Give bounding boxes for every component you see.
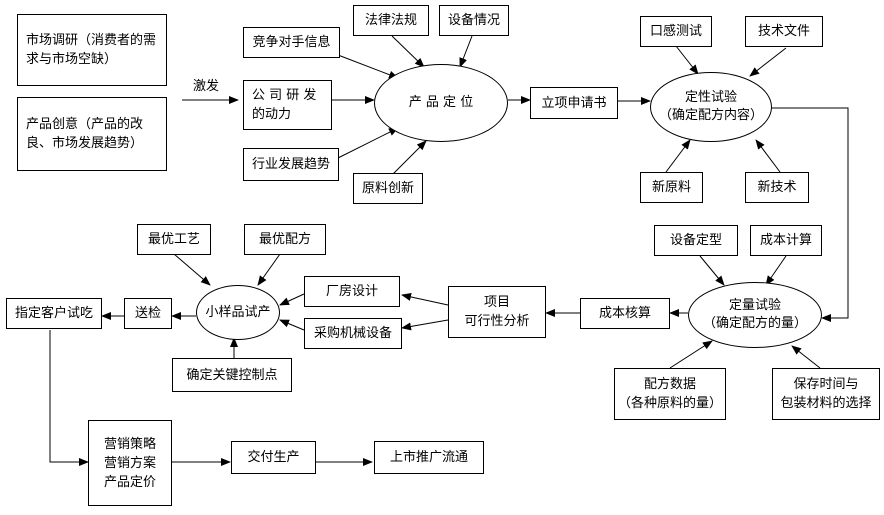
plant-design-box: 厂房设计 [304, 276, 400, 307]
qualitative-test-node: 定性试验 （确定配方内容） [650, 72, 772, 142]
tech-document-box: 技术文件 [745, 16, 823, 47]
launch-box: 上市推广流通 [374, 441, 484, 474]
best-formula-box: 最优配方 [244, 224, 326, 255]
cost-accounting-box: 成本核算 [580, 298, 670, 329]
key-control-box: 确定关键控制点 [172, 358, 292, 392]
arrow-feas-plant [401, 293, 449, 306]
shelf-life-box: 保存时间与 包装材料的选择 [772, 368, 880, 420]
product-idea-box: 产品创意（产品的改 良、市场发展趋势） [17, 97, 167, 171]
taste-test-box: 口感测试 [640, 16, 712, 47]
arrow-plant-sample [279, 293, 305, 306]
delivery-box: 交付生产 [231, 441, 316, 474]
product-positioning-node: 产 品 定 位 [374, 64, 508, 142]
arrow-equipment-status [459, 35, 473, 68]
feasibility-box: 项目 可行性分析 [448, 286, 546, 338]
arrow-raw-material [391, 140, 427, 176]
arrow-best-formula [257, 253, 281, 286]
new-technology-box: 新技术 [745, 172, 809, 203]
arrow-feas-machinery [401, 319, 449, 331]
project-application-box: 立项申请书 [530, 87, 618, 119]
market-research-box: 市场调研（消费者的需 求与市场空缺） [17, 14, 167, 86]
sample-trial-node: 小样品试产 [196, 285, 280, 340]
arrow-taste [675, 45, 699, 75]
marketing-box: 营销策略 营销方案 产品定价 [88, 420, 172, 506]
best-process-box: 最优工艺 [137, 224, 211, 255]
arrow-machinery-sample [279, 319, 305, 331]
equipment-finalize-box: 设备定型 [654, 225, 738, 256]
arrow-cost-calc [765, 255, 787, 286]
arrow-best-process [173, 253, 211, 286]
client-trial-box: 指定客户试吃 [6, 298, 102, 329]
arrow-client-marketing [49, 330, 89, 466]
industry-trend-box: 行业发展趋势 [243, 148, 339, 181]
arrow-newmaterial [665, 139, 691, 173]
equipment-status-box: 设备情况 [439, 5, 509, 36]
cost-calculation-box: 成本计算 [750, 225, 822, 256]
arrow-equip-finalize [699, 255, 725, 286]
competitor-info-box: 竞争对手信息 [243, 27, 340, 58]
quantitative-test-node: 定量试验 （确定配方的量） [688, 282, 822, 348]
inspection-box: 送检 [124, 298, 172, 329]
arrow-formula-data [669, 340, 713, 369]
company-motivation-box: 公 司 研 发 的动力 [243, 80, 332, 130]
arrow-laws [391, 35, 425, 68]
arrow-competitor [337, 54, 399, 79]
arrow-qualitative-quantitative [770, 107, 849, 322]
formula-data-box: 配方数据 （各种原料的量） [614, 368, 726, 420]
machinery-purchase-box: 采购机械设备 [304, 318, 402, 349]
arrow-newtech [755, 139, 781, 173]
trigger-label: 激发 [193, 79, 220, 94]
arrow-industry [337, 127, 399, 159]
arrow-shelf-life [791, 345, 821, 369]
new-material-box: 新原料 [640, 172, 703, 203]
laws-box: 法律法规 [353, 5, 429, 36]
arrow-techdoc [749, 47, 787, 77]
raw-material-innovation-box: 原料创新 [353, 173, 423, 204]
